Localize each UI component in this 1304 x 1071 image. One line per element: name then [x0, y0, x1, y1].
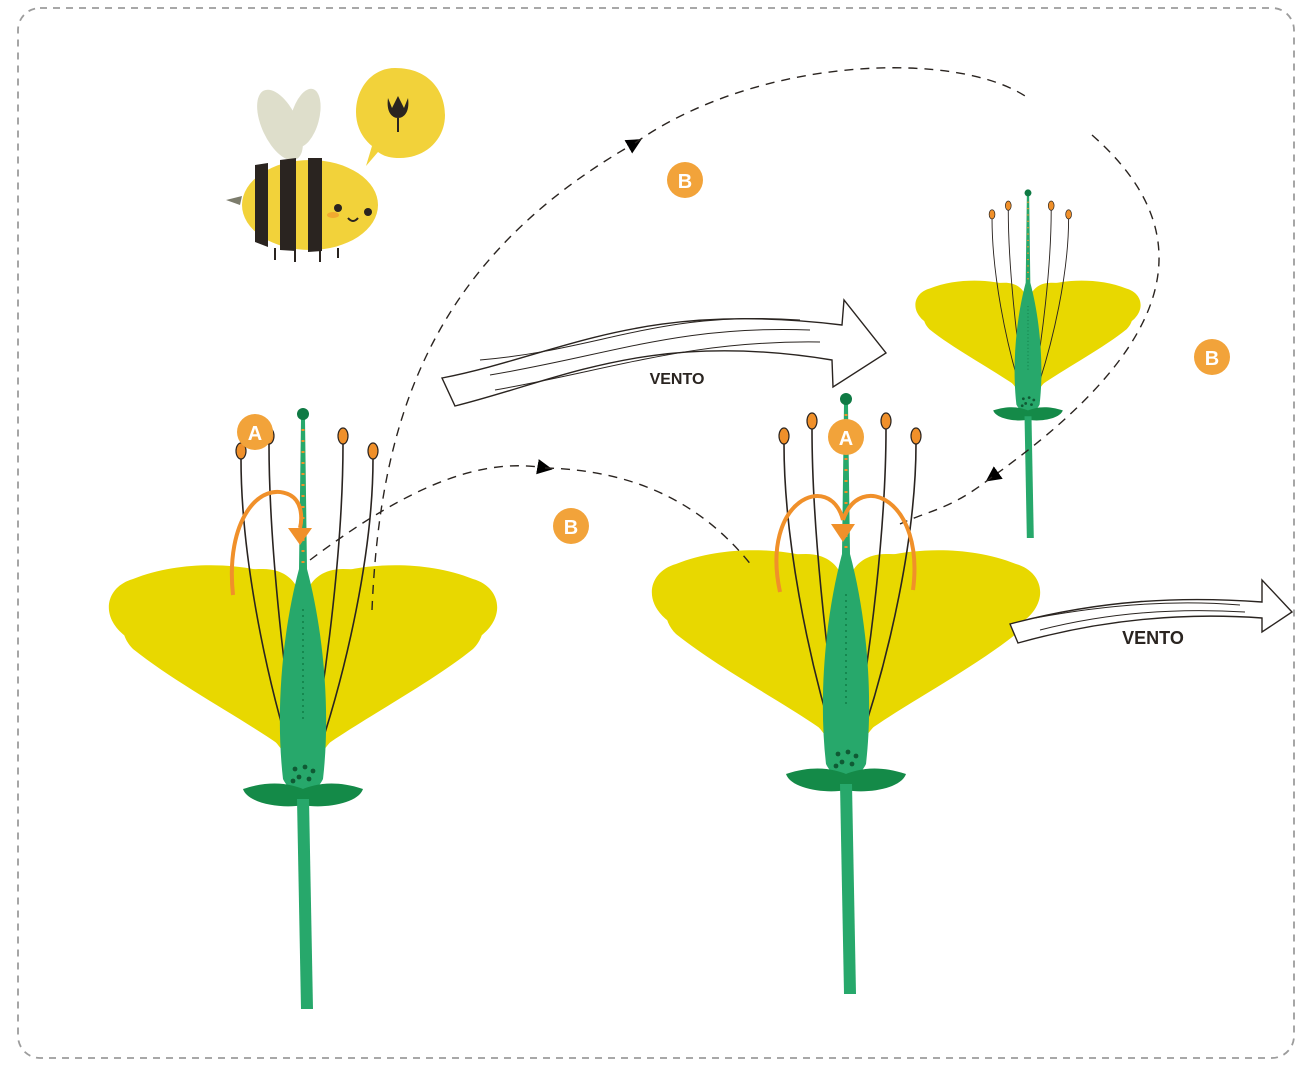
flower-right [652, 393, 1040, 994]
vento-label-right: VENTO [1122, 628, 1184, 648]
flower-top [915, 189, 1140, 538]
arrowhead-left [288, 528, 312, 545]
speech-bubble [356, 68, 445, 166]
wind-arrow-icon [442, 300, 886, 406]
badge-a-left: A [237, 414, 273, 450]
vento-label-top: VENTO [650, 371, 705, 388]
frame-border [18, 8, 1294, 1058]
badge-a-right: A [828, 419, 864, 455]
badge-b-middle: B [553, 508, 589, 544]
svg-text:A: A [839, 428, 853, 450]
badge-b-right: B [1194, 339, 1230, 375]
bee-icon [226, 83, 378, 262]
svg-text:A: A [248, 423, 262, 445]
svg-text:B: B [678, 171, 692, 193]
svg-text:B: B [564, 517, 578, 539]
svg-text:B: B [1205, 348, 1219, 370]
arrowhead-right [831, 524, 855, 542]
flower-left [109, 408, 497, 1009]
badge-b-top: B [667, 162, 703, 198]
